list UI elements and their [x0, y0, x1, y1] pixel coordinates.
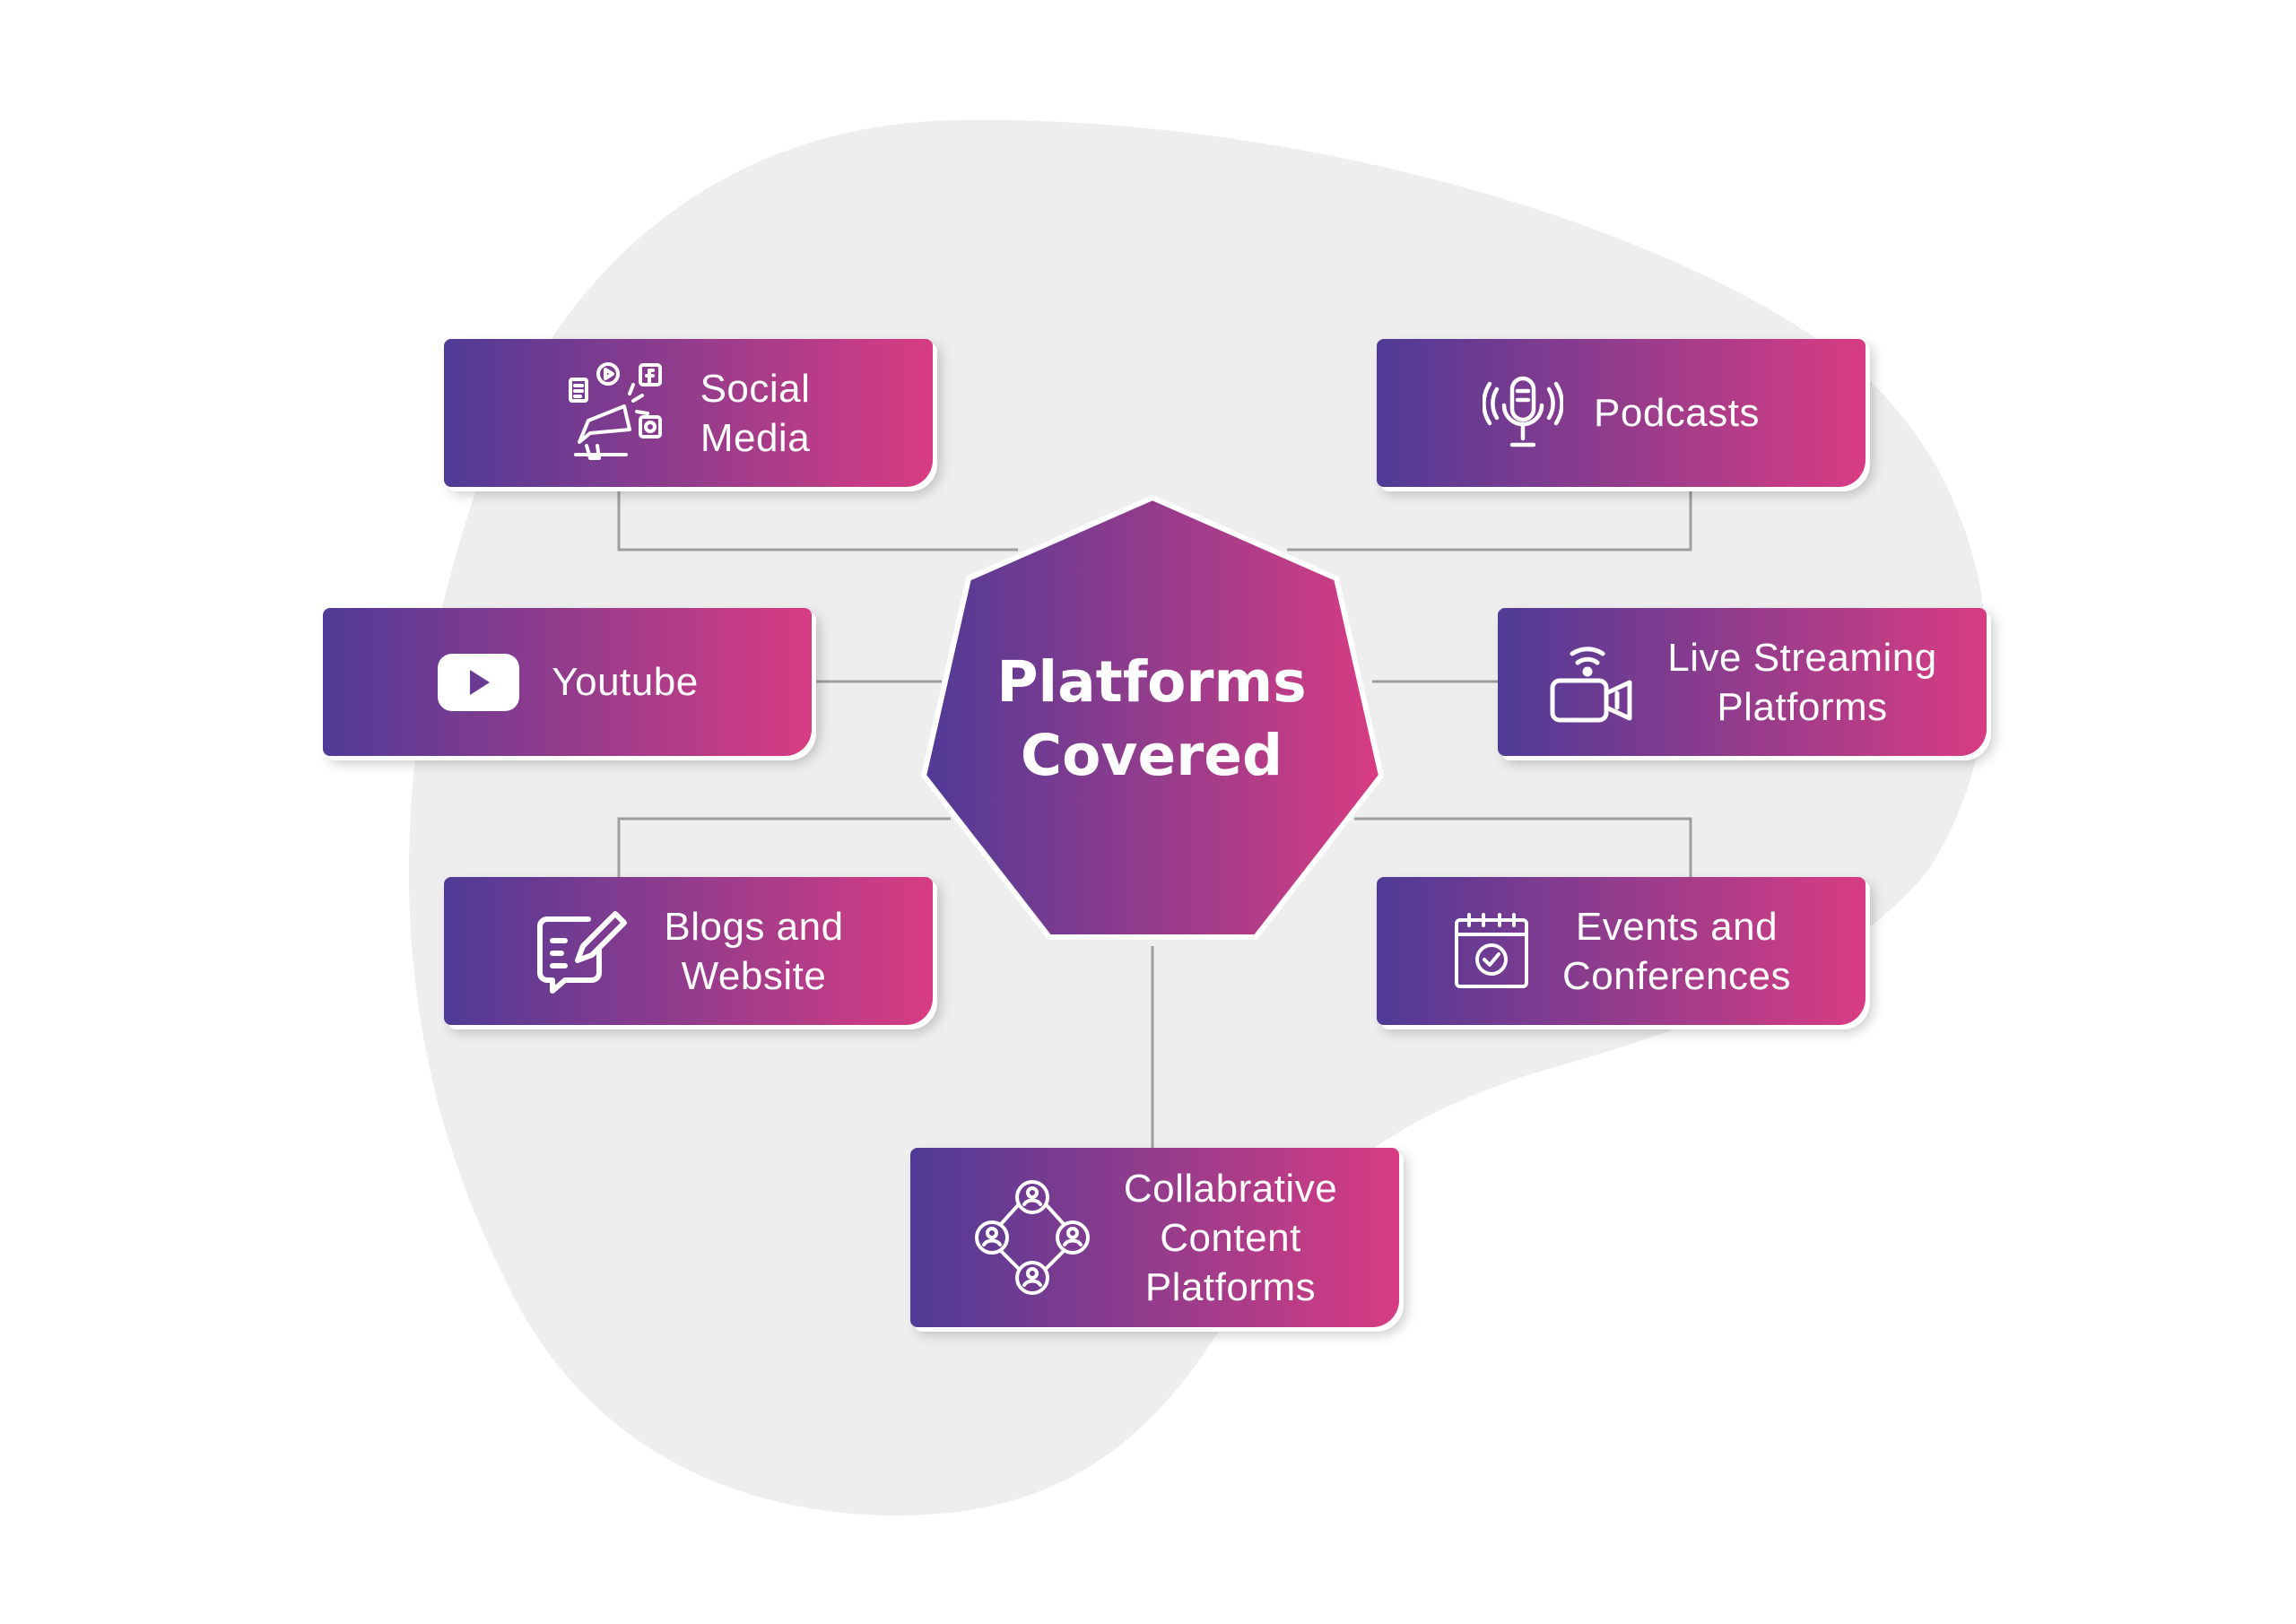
node-youtube: Youtube — [323, 608, 812, 756]
calendar-check-icon — [1451, 911, 1532, 992]
connector-blogs — [617, 817, 951, 877]
connector-social-media — [617, 489, 1018, 551]
microphone-icon — [1483, 373, 1563, 454]
node-label-social-media: Social Media — [700, 366, 811, 460]
center-title: Platforms Covered — [996, 649, 1307, 788]
node-label-live-streaming: Live Streaming Platforms — [1667, 635, 1937, 729]
youtube-play-icon — [436, 652, 521, 713]
node-label-collaborative-content: Collabrative Content Platforms — [1123, 1166, 1338, 1309]
video-camera-icon — [1547, 638, 1637, 727]
node-live-streaming: Live Streaming Platforms — [1498, 608, 1987, 756]
node-label-podcasts: Podcasts — [1594, 391, 1760, 435]
connector-lines — [617, 489, 1692, 1148]
node-label-blogs-website: Blogs and Website — [664, 904, 844, 998]
social-media-megaphone-icon — [567, 361, 670, 465]
node-label-youtube: Youtube — [552, 660, 699, 704]
center-heptagon — [921, 495, 1384, 940]
node-social-media: Social Media — [444, 339, 933, 487]
pen-writing-icon — [533, 907, 633, 996]
people-network-icon — [972, 1177, 1093, 1298]
connector-podcasts — [1287, 489, 1692, 551]
node-label-events-conferences: Events and Conferences — [1562, 904, 1791, 998]
node-collaborative-content: Collabrative Content Platforms — [910, 1148, 1399, 1327]
node-events-conferences: Events and Conferences — [1377, 877, 1866, 1025]
node-podcasts: Podcasts — [1377, 339, 1866, 487]
node-blogs-website: Blogs and Website — [444, 877, 933, 1025]
connector-events — [1354, 817, 1692, 877]
